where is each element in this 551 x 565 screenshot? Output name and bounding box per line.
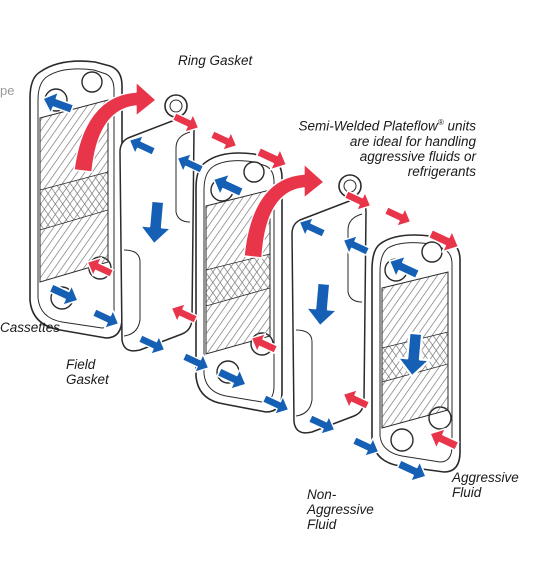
- red-arrow-icon: [73, 81, 157, 173]
- field-gasket-label-line2: Gasket: [66, 372, 109, 387]
- red-arrow-icon: [381, 200, 416, 232]
- semi-welded-note-line3: aggressive fluids or: [359, 148, 476, 164]
- red-arrow-icon: [243, 163, 325, 259]
- semi-welded-note-line2: are ideal for handling: [349, 133, 476, 149]
- ring-gasket-icon: [164, 94, 188, 118]
- semi-welded-note: Semi-Welded Plateflow® units are ideal f…: [262, 115, 477, 179]
- red-arrow-icon: [207, 124, 242, 156]
- ring-gasket-label: Ring Gasket: [178, 53, 253, 68]
- non-aggressive-label-line2: Aggressive: [307, 502, 374, 517]
- cassettes-label: Cassettes: [0, 320, 61, 335]
- registered-mark: ®: [437, 118, 444, 127]
- semi-welded-note-text: Semi-Welded Plateflow: [298, 118, 438, 134]
- semi-welded-note-units: units: [443, 118, 476, 134]
- field-gasket-label: Field Gasket: [66, 357, 109, 387]
- aggressive-label-line2: Fluid: [452, 485, 482, 500]
- field-gasket-label-line1: Field: [66, 357, 96, 372]
- semi-welded-note-line1: Semi-Welded Plateflow® units: [262, 115, 477, 134]
- aggressive-label-line1: Aggressive: [452, 470, 519, 485]
- semi-welded-note-line4: refrigerants: [407, 163, 476, 179]
- non-aggressive-label-line3: Fluid: [307, 517, 337, 532]
- ring-gasket-icon: [338, 174, 362, 198]
- non-aggressive-fluid-label: Non- Aggressive Fluid: [307, 487, 374, 532]
- edge-text-fragment: pe: [0, 83, 15, 98]
- aggressive-fluid-label: Aggressive Fluid: [452, 470, 519, 500]
- non-aggressive-label-line1: Non-: [307, 487, 337, 502]
